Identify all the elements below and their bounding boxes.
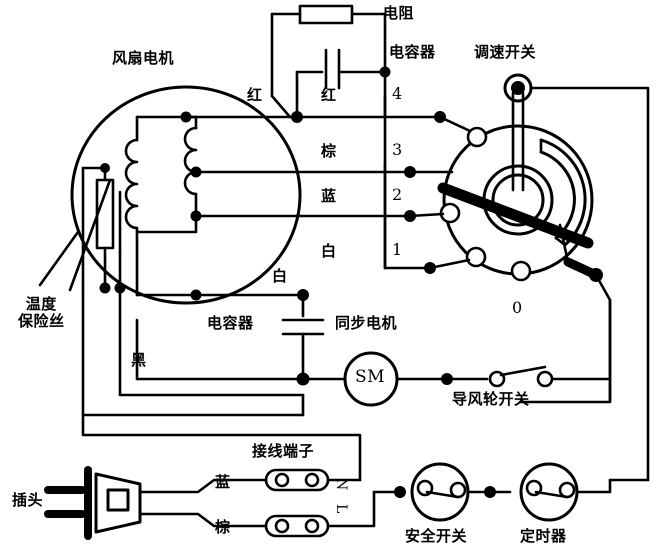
coil-right-tail xyxy=(135,192,198,234)
plug-body-window xyxy=(106,488,130,512)
bus-down-to-terminal xyxy=(81,413,362,482)
junction-dot xyxy=(190,166,202,178)
junction-dot xyxy=(99,282,111,294)
coil-left xyxy=(124,138,139,230)
fan-motor-body xyxy=(70,85,302,305)
wire-pos4-to-contact xyxy=(383,115,472,133)
label-position-4: 4 xyxy=(392,84,403,103)
label-sync-motor-symbol: SM xyxy=(355,367,386,387)
wire-terminal-bottom-right xyxy=(326,490,376,528)
junction-dot xyxy=(589,268,603,282)
bus-lever-out xyxy=(594,273,612,402)
speed-switch-lever xyxy=(437,182,594,249)
junction-dots xyxy=(99,66,603,498)
label-position-0: 0 xyxy=(512,298,523,317)
speed-switch-arc-outer xyxy=(539,138,587,247)
label-wire-black: 黑 xyxy=(131,351,147,369)
junction-dot xyxy=(404,210,416,222)
label-timer: 定时器 xyxy=(520,527,567,545)
junction-dot xyxy=(404,166,416,178)
label-capacitor-top: 电容器 xyxy=(389,43,436,61)
label-position-3: 3 xyxy=(392,140,403,159)
label-terminal-live: L xyxy=(333,504,349,514)
timer-blade xyxy=(534,490,569,499)
label-position-1: 1 xyxy=(392,240,403,259)
label-position-2: 2 xyxy=(392,185,403,204)
speed-switch-lever-foot xyxy=(558,223,570,264)
label-resistor: 电阻 xyxy=(383,4,415,22)
bus-black xyxy=(135,318,305,381)
louver-switch-blade xyxy=(499,365,547,377)
safety-switch-blade xyxy=(425,490,460,499)
junction-dot xyxy=(441,373,453,385)
coil-right xyxy=(183,126,198,196)
label-terminal-block: 接线端子 xyxy=(252,442,315,460)
plug-body xyxy=(94,472,142,534)
junction-dot xyxy=(180,111,192,123)
junction-dot xyxy=(424,262,436,274)
terminal-bottom-hole-left xyxy=(274,518,290,534)
plug-cable-brown xyxy=(138,512,268,528)
resistor-wire-left-bend xyxy=(270,94,292,119)
junction-dot xyxy=(434,111,446,123)
junction-dot xyxy=(511,81,525,95)
thermal-fuse-callout xyxy=(38,230,80,287)
bus-pivot-right xyxy=(529,86,650,482)
junction-dot xyxy=(394,486,406,498)
label-thermal-fuse: 温度 保险丝 xyxy=(18,295,65,330)
plug-cable-blue xyxy=(138,478,268,494)
label-sync-motor: 同步电机 xyxy=(335,314,398,332)
junction-dot xyxy=(100,163,110,173)
junction-dot xyxy=(114,282,126,294)
junction-dot xyxy=(296,372,310,386)
label-plug: 插头 xyxy=(12,491,44,509)
contact-0 xyxy=(510,260,532,282)
label-safety-switch: 安全开关 xyxy=(405,527,468,545)
label-speed-switch: 调速开关 xyxy=(474,43,537,61)
thermal-fuse-diagonal xyxy=(68,178,112,292)
louver-switch-contact-right xyxy=(536,370,554,388)
bus-black-left xyxy=(118,286,305,397)
junction-dot xyxy=(190,210,202,222)
label-wire-white-left: 白 xyxy=(272,267,288,285)
label-plug-brown: 棕 xyxy=(215,518,231,536)
bus-lever-down xyxy=(518,298,612,404)
label-wire-blue: 蓝 xyxy=(321,187,337,205)
label-wire-brown: 棕 xyxy=(321,142,337,160)
junction-dot xyxy=(379,66,391,78)
junction-dot xyxy=(297,289,309,301)
label-louver-switch: 导风轮开关 xyxy=(452,390,530,408)
speed-switch-arc-inner xyxy=(539,150,576,240)
junction-dot xyxy=(484,486,496,498)
terminal-top-hole-left xyxy=(274,472,290,488)
junction-dot xyxy=(291,111,303,123)
wire-timer-right xyxy=(575,478,612,494)
label-terminal-neutral: N xyxy=(333,478,349,491)
terminal-bottom-hole-right xyxy=(304,518,320,534)
contact-1 xyxy=(465,246,487,268)
label-plug-blue: 蓝 xyxy=(215,473,231,491)
contact-4 xyxy=(466,126,488,148)
label-capacitor-mid: 电容器 xyxy=(207,314,254,332)
label-fan-motor: 风扇电机 xyxy=(112,49,175,67)
speed-switch-inner-ring-inner xyxy=(491,173,545,227)
resistor-body xyxy=(298,4,354,25)
junction-dot xyxy=(190,289,202,301)
label-wire-white-right: 白 xyxy=(321,242,337,260)
terminal-top-hole-right xyxy=(304,472,320,488)
label-wire-red-right: 红 xyxy=(321,86,337,104)
resistor-wire-right xyxy=(350,12,387,119)
label-wire-red-left: 红 xyxy=(247,86,263,104)
